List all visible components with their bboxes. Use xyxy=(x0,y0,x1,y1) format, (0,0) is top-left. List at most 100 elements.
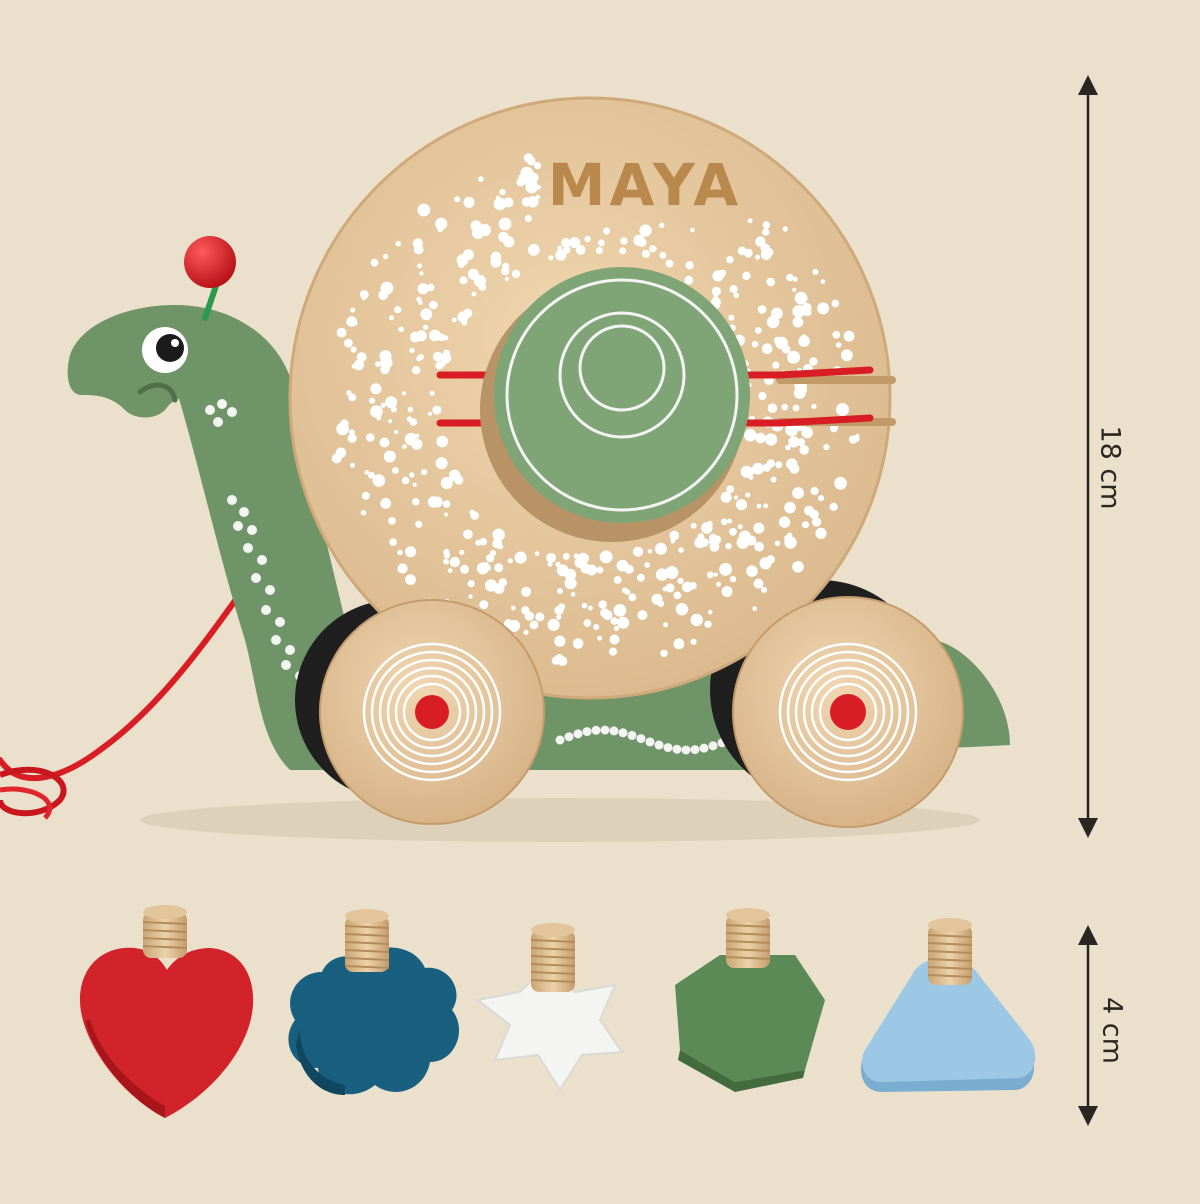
shell-dot xyxy=(792,316,804,328)
shell-dot xyxy=(555,249,567,261)
shell-dot xyxy=(706,571,714,579)
shell-dot xyxy=(785,423,799,437)
shell-dot xyxy=(335,447,347,459)
shell-dot xyxy=(584,235,591,243)
shell-dot xyxy=(799,445,809,455)
peg-thread xyxy=(344,965,390,969)
shell-dot xyxy=(370,405,383,418)
shell-dot xyxy=(651,593,663,605)
shell-dot xyxy=(388,419,393,424)
peg-thread xyxy=(530,939,576,943)
peg-thread xyxy=(142,929,188,933)
shell-dot xyxy=(737,524,743,530)
shell-dot xyxy=(637,573,645,582)
shell-dot xyxy=(364,470,370,475)
shell-dot xyxy=(665,583,675,593)
shell-dot xyxy=(792,487,804,499)
shell-dot xyxy=(397,549,403,556)
shell-dot xyxy=(617,616,630,629)
shell-dot xyxy=(792,561,804,573)
shell-dot xyxy=(675,603,689,616)
shell-dot xyxy=(547,561,553,567)
shell-dot xyxy=(557,656,568,666)
neck-dot xyxy=(271,635,281,645)
wheel-ring xyxy=(386,666,478,758)
shell-dot xyxy=(536,185,541,190)
shell-dot xyxy=(610,617,619,625)
shell-dot xyxy=(436,435,449,448)
peg-thread xyxy=(725,948,771,952)
wheel-ring xyxy=(402,682,462,742)
shell-dot xyxy=(449,556,460,568)
shell-dot xyxy=(479,537,488,546)
shell-dot xyxy=(637,237,647,247)
neck-dot xyxy=(251,573,261,583)
snail-eye-highlight xyxy=(171,339,179,347)
shell-dot xyxy=(753,578,764,589)
spinner-ring xyxy=(558,311,686,439)
shell-dot xyxy=(521,606,530,615)
peg-thread xyxy=(530,979,576,983)
peg-thread xyxy=(927,958,973,962)
shell-dot xyxy=(662,586,668,592)
shell-dot xyxy=(577,552,589,565)
shell-dot xyxy=(628,593,637,602)
shell-dot xyxy=(534,551,540,556)
toy-height-label: 18 cm xyxy=(1094,425,1126,510)
shell-dot xyxy=(385,396,398,409)
shell-dot xyxy=(785,444,791,451)
shell-dot xyxy=(601,608,608,616)
shell-dot xyxy=(350,307,356,313)
peg-top xyxy=(726,908,770,922)
shell-dot xyxy=(472,227,484,240)
shell-dot xyxy=(383,253,389,260)
peg-thread xyxy=(344,933,390,937)
shell-dot xyxy=(428,411,432,416)
foot-dot xyxy=(672,744,682,754)
shell-dot xyxy=(369,397,376,404)
shell-dot xyxy=(792,305,806,318)
neck-dot xyxy=(247,525,257,535)
shell-dot xyxy=(350,346,357,353)
shell-dot xyxy=(772,361,780,369)
shell-dot xyxy=(521,586,532,597)
shell-dot xyxy=(521,197,532,207)
shell-dot xyxy=(422,324,429,331)
shell-dot xyxy=(388,517,396,525)
peg-thread xyxy=(142,937,188,941)
neck-dot xyxy=(265,585,275,595)
shell-dot xyxy=(639,224,652,237)
red-lace-end xyxy=(776,414,874,427)
shell-dot xyxy=(523,629,529,635)
shell-dot xyxy=(511,269,521,279)
shell-dot xyxy=(480,562,490,572)
name-engraving: MAYA xyxy=(548,151,742,219)
neck-dot xyxy=(243,543,253,553)
neck-dot xyxy=(205,405,215,415)
shell-dot xyxy=(733,292,740,299)
shell-dot xyxy=(813,512,818,517)
shell-dot xyxy=(843,330,855,342)
shell-dot xyxy=(781,344,791,354)
shell-dot xyxy=(407,406,414,413)
shell-dot xyxy=(372,474,386,487)
shell-dot xyxy=(348,393,357,402)
shell-dot xyxy=(729,575,737,583)
snail-mouth xyxy=(137,382,178,403)
shell-dot xyxy=(383,366,390,372)
antenna-bead xyxy=(184,236,236,288)
shell-dot xyxy=(755,432,766,444)
shell-dot xyxy=(427,283,435,292)
shell-dot xyxy=(409,347,415,354)
shell-dot xyxy=(745,492,751,498)
shell-dot xyxy=(413,244,424,255)
shell-dot xyxy=(462,308,473,318)
shell-dot xyxy=(598,239,605,247)
shell-dot xyxy=(599,550,613,564)
shell-dot xyxy=(765,433,778,446)
wheel-ring xyxy=(378,658,486,766)
shell-dot xyxy=(773,336,782,345)
shell-dot xyxy=(766,277,775,287)
shell-dot xyxy=(498,217,512,231)
shell-dot xyxy=(613,576,622,584)
